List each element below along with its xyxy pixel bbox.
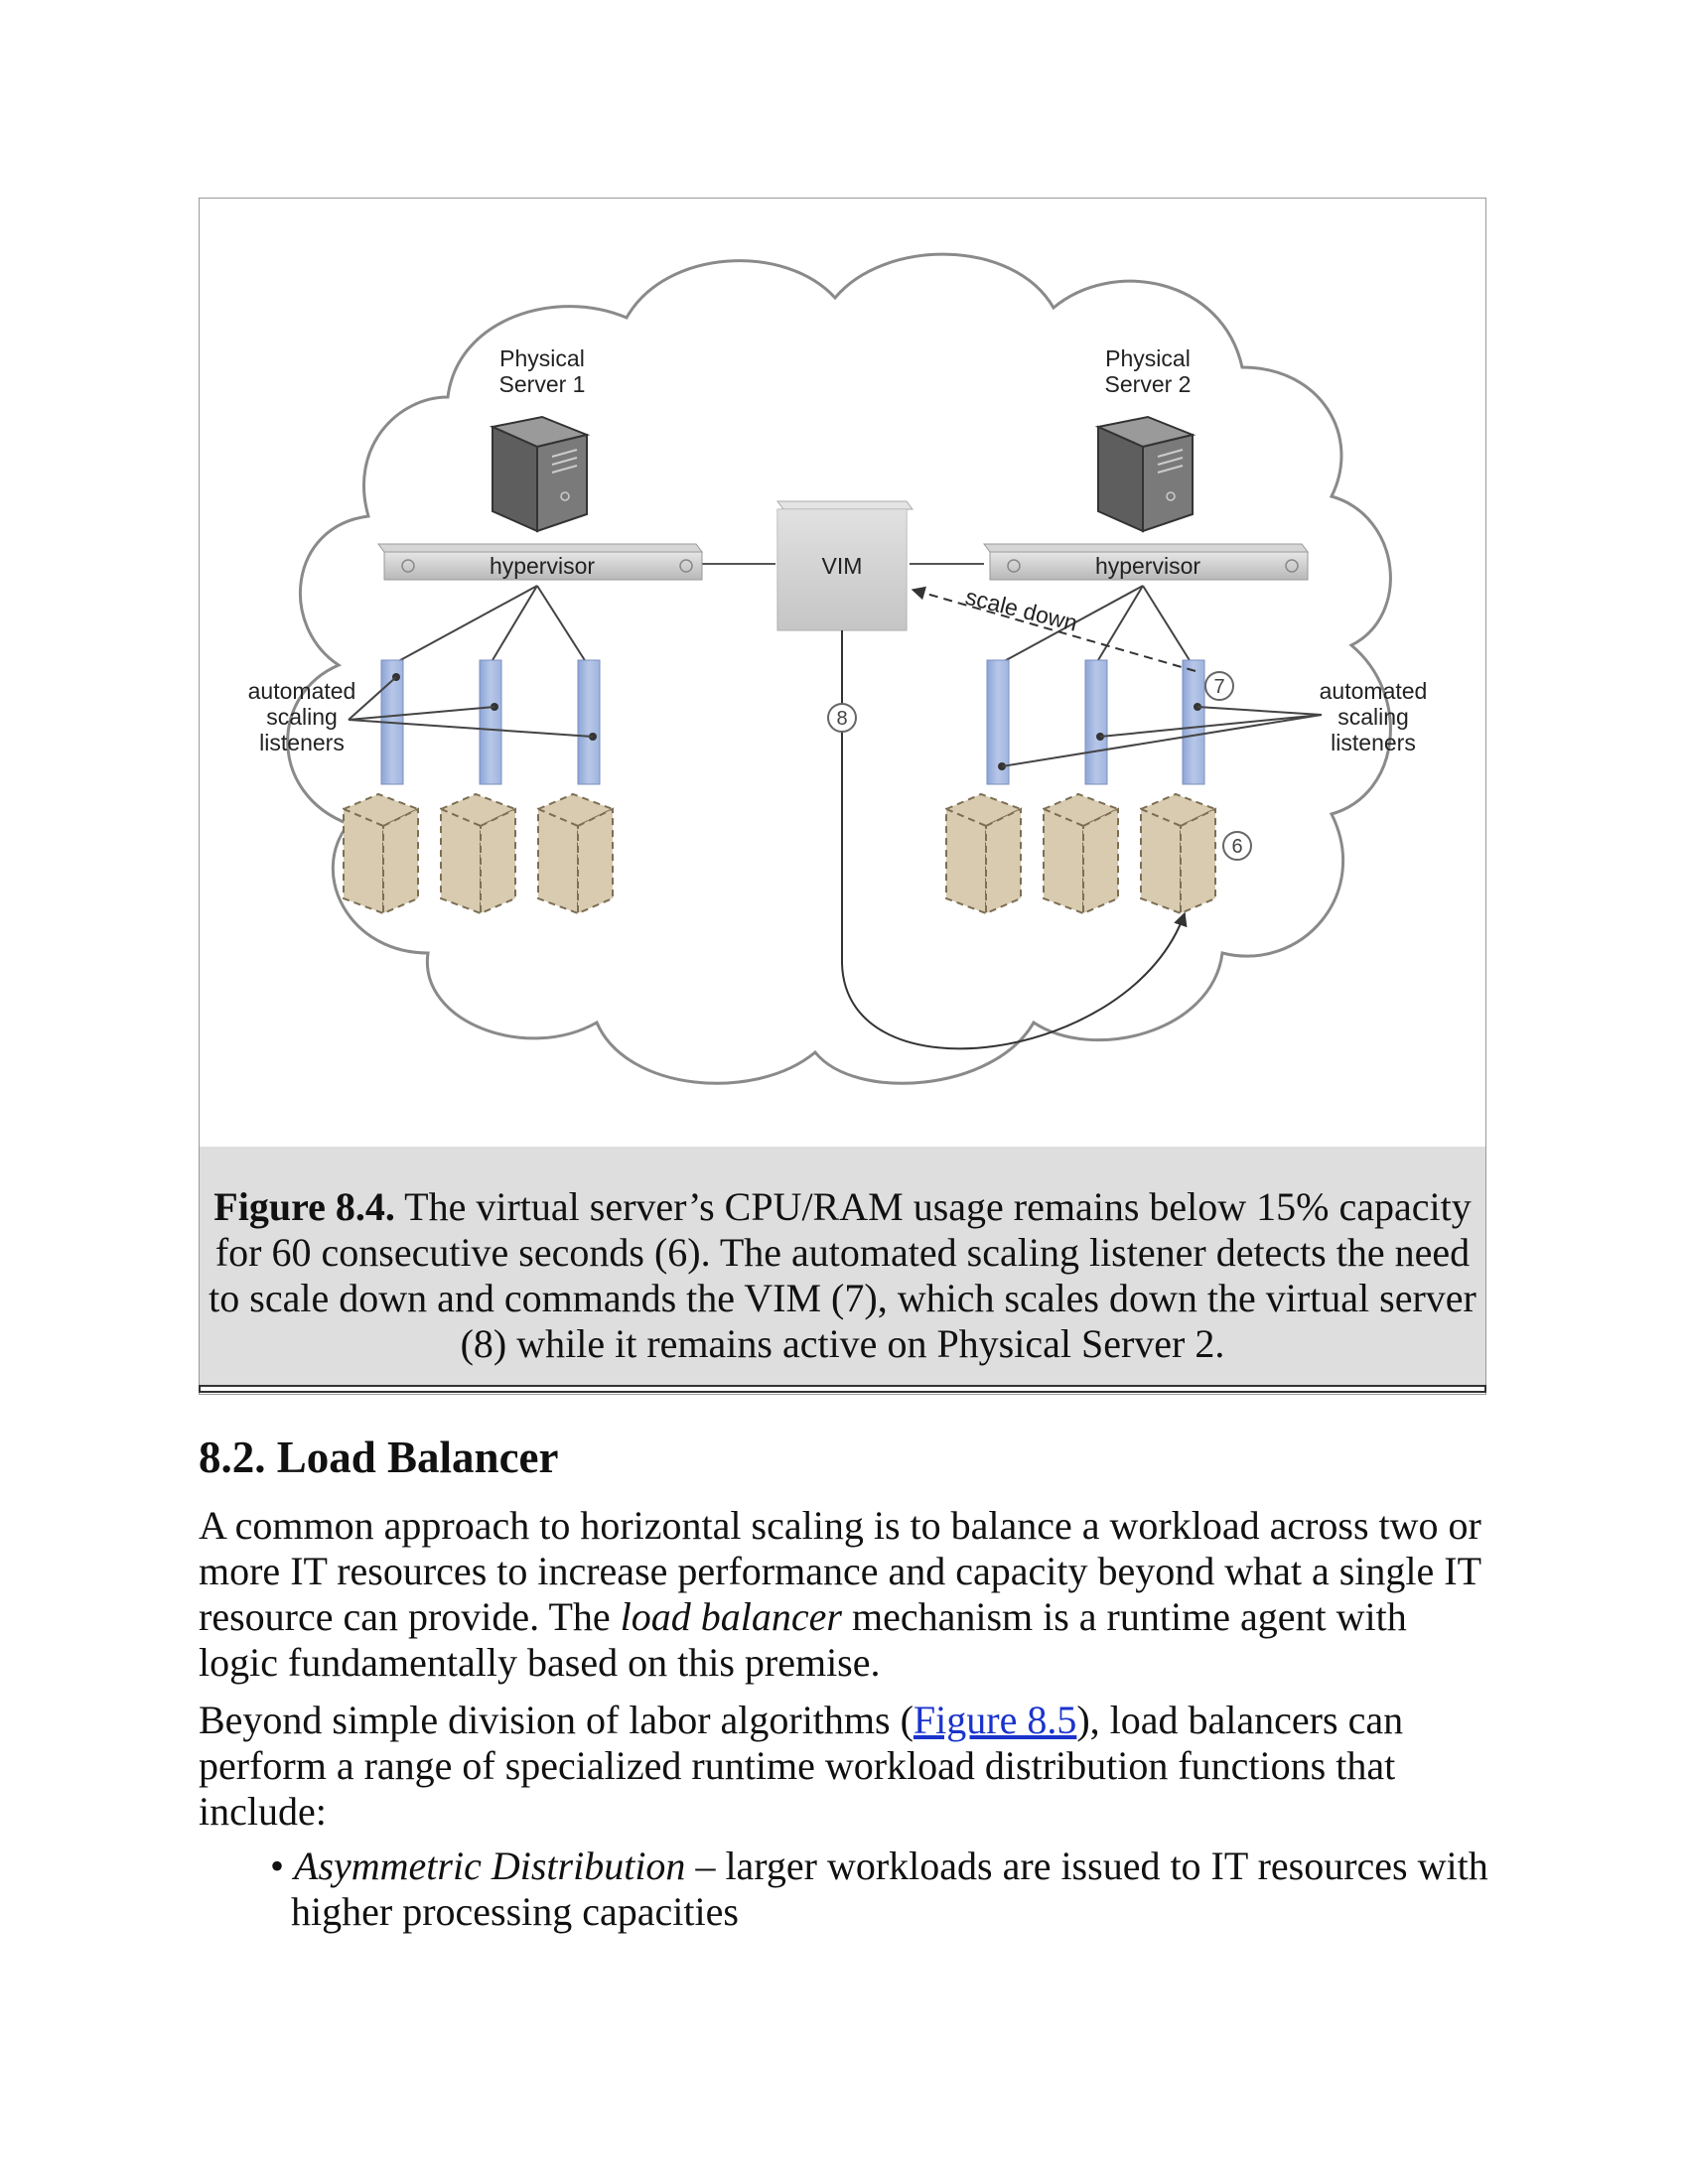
bullet-text: – larger workloads are issued to IT reso… xyxy=(685,1843,1488,1888)
step-8-marker: 8 xyxy=(827,703,857,733)
listener-bars-left xyxy=(348,659,601,785)
physical-server-1-label-line1: Physical xyxy=(499,345,585,371)
hypervisor-bar-right xyxy=(983,543,1309,581)
bullet-item: • Asymmetric Distribution – larger workl… xyxy=(270,1843,1491,1935)
paragraph-1: A common approach to horizontal scaling … xyxy=(199,1503,1489,1686)
diagram: Physical Server 1 Physical Server 2 xyxy=(248,252,1428,1085)
physical-server-1-icon xyxy=(489,415,591,533)
paragraph-1-text-end: mechanism is a runtime agent with logic … xyxy=(199,1594,1407,1685)
scale-down-arrow xyxy=(911,586,1196,672)
physical-server-2-icon xyxy=(1094,415,1196,533)
step-6-marker: 6 xyxy=(1222,831,1252,861)
virtual-servers-right xyxy=(943,792,1218,915)
paragraph-1-emphasis: load balancer xyxy=(620,1594,842,1639)
physical-server-2-label-line1: Physical xyxy=(1105,345,1191,371)
step-7-marker: 7 xyxy=(1204,671,1234,701)
listeners-left-line3: listeners xyxy=(259,730,345,755)
figure-8-5-link[interactable]: Figure 8.5 xyxy=(913,1698,1077,1742)
svg-text:6: 6 xyxy=(1231,836,1242,858)
listeners-right-line3: listeners xyxy=(1331,730,1416,755)
listeners-left-line2: scaling xyxy=(266,704,338,730)
physical-server-1-label-line2: Server 1 xyxy=(499,371,586,397)
bullet-text-continued: higher processing capacities xyxy=(291,1889,739,1934)
listeners-right-line1: automated xyxy=(1320,678,1428,704)
hypervisor-right-label: hypervisor xyxy=(1095,553,1200,579)
svg-text:7: 7 xyxy=(1213,676,1224,698)
caption-divider xyxy=(199,1385,1486,1393)
paragraph-1-text-start: A common approach to horizontal scaling … xyxy=(199,1503,1481,1639)
physical-server-2-label-line2: Server 2 xyxy=(1105,371,1192,397)
vim-box xyxy=(776,500,914,631)
figure-box: Physical Server 1 Physical Server 2 xyxy=(199,198,1486,1395)
paragraph-2-text-end: ), load balancers can perform a range of… xyxy=(199,1698,1404,1834)
vim-to-server-arrow xyxy=(841,630,1188,1050)
svg-text:8: 8 xyxy=(836,708,847,730)
paragraph-2: Beyond simple division of labor algorith… xyxy=(199,1698,1489,1835)
listeners-left-line1: automated xyxy=(248,678,356,704)
paragraph-2-text-start: Beyond simple division of labor algorith… xyxy=(199,1698,914,1742)
hypervisor-left-label: hypervisor xyxy=(490,553,595,579)
bullet-term: Asymmetric Distribution xyxy=(294,1843,686,1888)
figure-caption: Figure 8.4. The virtual server’s CPU/RAM… xyxy=(200,1147,1485,1385)
figure-label: Figure 8.4. xyxy=(213,1184,395,1229)
listeners-right-line2: scaling xyxy=(1337,704,1409,730)
section-heading: 8.2. Load Balancer xyxy=(199,1433,559,1482)
vim-label: VIM xyxy=(822,553,863,579)
figure-caption-text: The virtual server’s CPU/RAM usage remai… xyxy=(209,1184,1477,1366)
listener-bars-right xyxy=(986,659,1323,785)
virtual-servers-left xyxy=(341,792,616,915)
hypervisor-bar-left xyxy=(377,543,703,581)
cloud-outline xyxy=(286,252,1392,1085)
bullet-marker: • xyxy=(270,1843,285,1888)
